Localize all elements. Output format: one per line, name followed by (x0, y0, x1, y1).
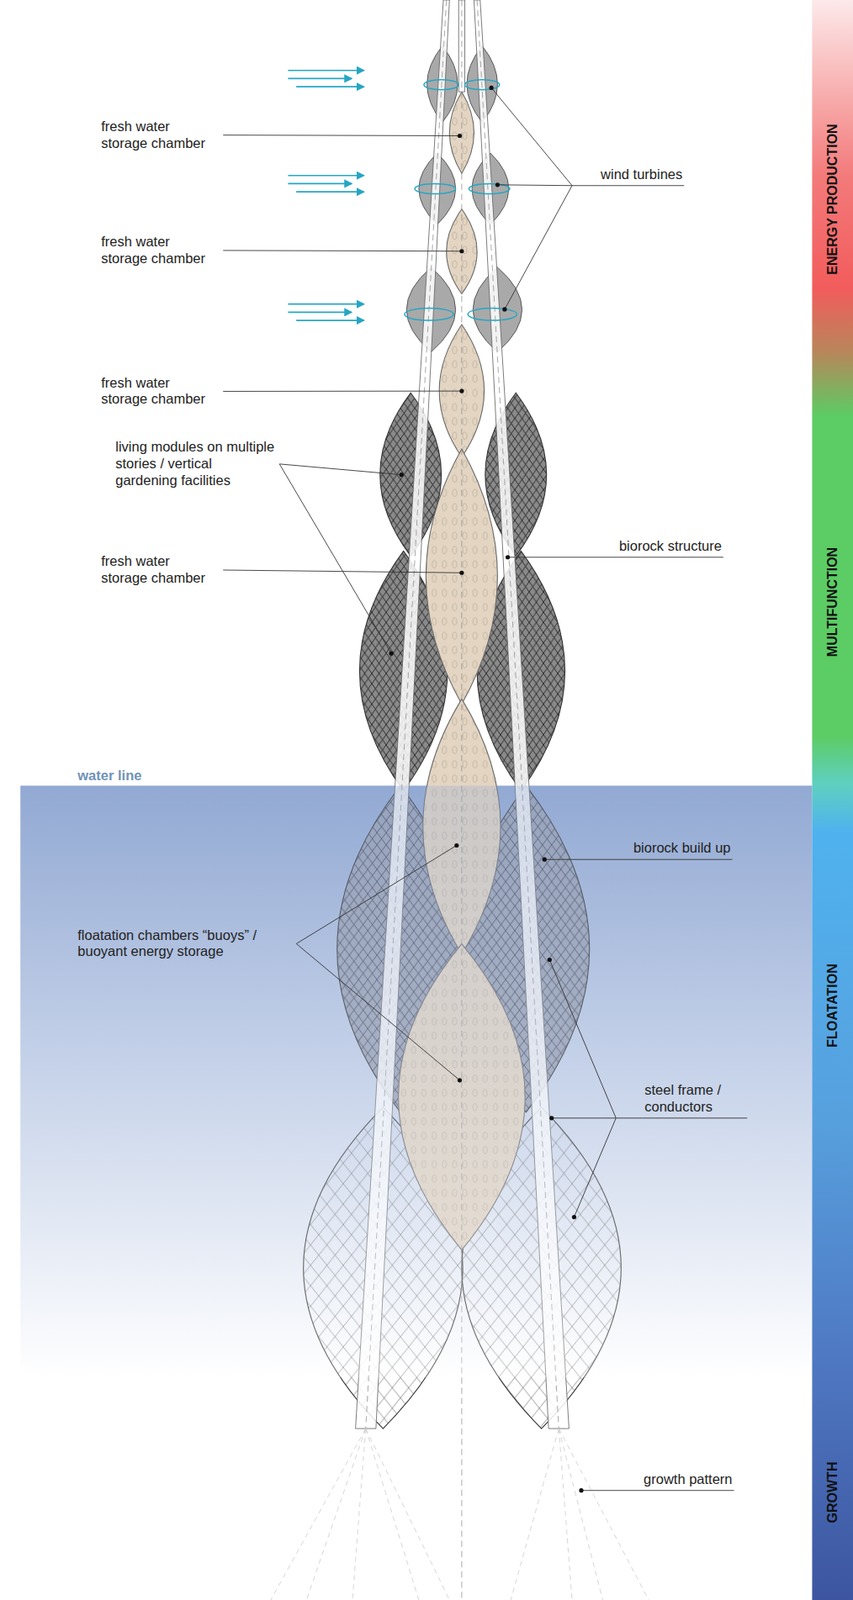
leader-dot (489, 85, 494, 91)
callout-label: fresh water storage chamber (100, 553, 219, 588)
callout-label: wind turbines (600, 166, 683, 184)
leader-line (497, 184, 573, 186)
band-label: GROWTH (824, 1462, 841, 1525)
leader-dot (459, 571, 464, 576)
leader-line (491, 87, 573, 186)
leader-line (549, 960, 616, 1119)
leader-dot (547, 958, 552, 963)
leader-dot (459, 249, 464, 254)
leader-dot (389, 651, 394, 657)
leader-dot (549, 1116, 554, 1121)
callout-label: steel frame / conductors (644, 1082, 746, 1117)
leader-line (296, 845, 457, 944)
callout-label: living modules on multiple stories / ver… (115, 439, 276, 489)
leader-dot (542, 858, 547, 863)
leader-dot (399, 472, 404, 477)
leader-dot (495, 182, 500, 187)
callout-label: fresh water storage chamber (100, 375, 219, 409)
leader-dot (457, 1078, 462, 1083)
leader-line (279, 464, 392, 654)
leader-dot (459, 389, 464, 394)
leader-dot (572, 1215, 577, 1220)
callout-label: growth pattern (643, 1472, 732, 1489)
leader-line (222, 134, 460, 137)
callout-label: floatation chambers “buoys” / buoyant en… (77, 927, 292, 962)
leader-line (551, 1117, 617, 1119)
callout-label: fresh water storage chamber (100, 233, 219, 268)
callout-label: biorock structure (619, 538, 722, 556)
band-label: MULTIFUNCTION (824, 547, 841, 657)
leader-line (581, 1490, 735, 1492)
band-label: FLOATATION (824, 964, 841, 1049)
callout-label: fresh water storage chamber (100, 118, 219, 153)
leader-line (615, 1117, 748, 1119)
leader-line (222, 391, 462, 393)
leader-dot (505, 555, 510, 560)
callout-label: biorock build up (633, 840, 732, 858)
leader-line (508, 556, 724, 558)
water-line-label: water line (77, 768, 142, 785)
leader-line (573, 1118, 616, 1219)
leader-dot (457, 133, 462, 138)
leader-dot (502, 307, 507, 312)
leader-line (222, 249, 462, 252)
leader-line (279, 464, 402, 476)
leader-line (296, 943, 460, 1081)
leader-line (504, 185, 573, 310)
leader-dot (454, 843, 459, 848)
leader-line (572, 185, 684, 186)
leader-line (544, 859, 732, 861)
leader-line (222, 570, 462, 573)
leader-dot (578, 1488, 583, 1494)
band-label: ENERGY PRODUCTION (824, 123, 841, 275)
